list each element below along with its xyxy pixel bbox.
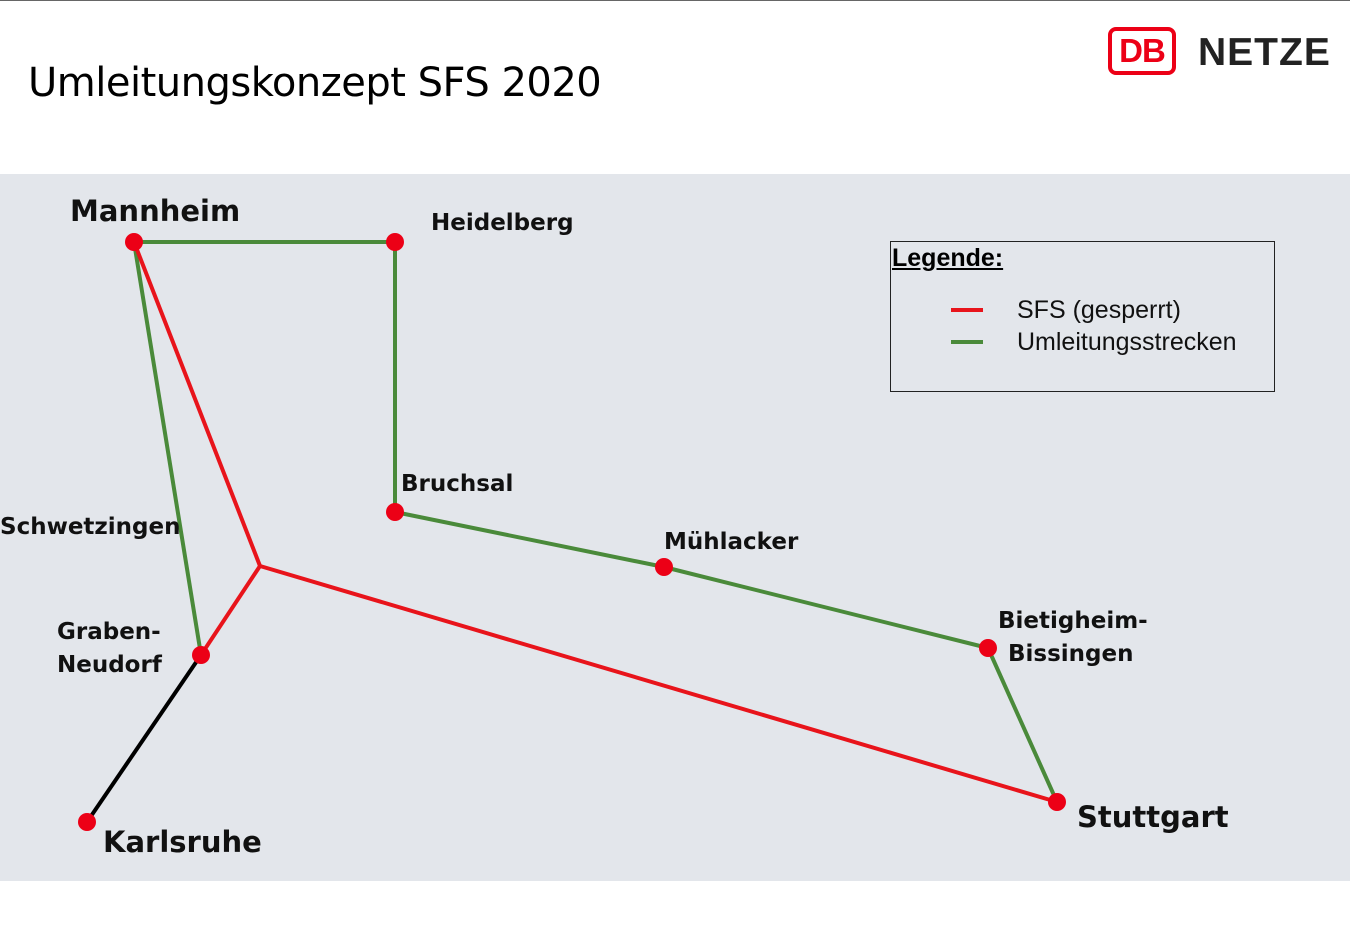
diversion-muehlacker-bietigheim <box>663 565 989 650</box>
closed-sfs-mannheim-junction <box>132 241 262 567</box>
station-label-bietigheim-line2: Bissingen <box>1008 641 1134 667</box>
diversion-bruchsal-muehlacker <box>394 510 665 569</box>
station-dot-graben-neudorf <box>192 646 210 664</box>
legend-box: Legende: SFS (gesperrt) Umleitungsstreck… <box>890 241 1275 392</box>
station-dot-stuttgart <box>1048 793 1066 811</box>
station-label-bietigheim-line1: Bietigheim- <box>998 608 1148 634</box>
station-label-graben-neudorf-line2: Neudorf <box>57 652 162 678</box>
legend-swatch-red <box>951 308 983 312</box>
legend-swatch-green <box>951 340 983 344</box>
netze-wordmark: NETZE <box>1198 31 1331 74</box>
line-graben-neudorf-karlsruhe <box>85 653 203 824</box>
top-rule <box>0 0 1350 1</box>
route-map-svg <box>78 233 1066 831</box>
station-label-schwetzingen: Schwetzingen <box>0 514 181 540</box>
route-map: Mannheim Heidelberg Schwetzingen Bruchsa… <box>0 174 1350 881</box>
db-netze-logo: DB NETZE <box>1108 27 1330 81</box>
station-label-graben-neudorf-line1: Graben- <box>57 619 161 645</box>
db-logo-mark: DB <box>1108 27 1176 75</box>
station-label-karlsruhe: Karlsruhe <box>103 825 262 859</box>
closed-sfs-junction-graben-neudorf <box>199 564 262 657</box>
legend-label-closed: SFS (gesperrt) <box>1017 296 1181 324</box>
legend-label-diversion: Umleitungsstrecken <box>1017 328 1237 356</box>
station-label-mannheim: Mannheim <box>70 194 241 228</box>
station-dot-mannheim <box>125 233 143 251</box>
station-dot-muehlacker <box>655 558 673 576</box>
station-label-stuttgart: Stuttgart <box>1077 800 1229 834</box>
station-dot-bruchsal <box>386 503 404 521</box>
legend-item-closed: SFS (gesperrt) <box>891 295 1274 325</box>
station-dot-heidelberg <box>386 233 404 251</box>
diversion-mannheim-graben-neudorf <box>132 241 203 656</box>
page-title: Umleitungskonzept SFS 2020 <box>28 60 602 106</box>
station-label-bruchsal: Bruchsal <box>401 471 514 497</box>
station-dot-karlsruhe <box>78 813 96 831</box>
diversion-bietigheim-stuttgart <box>986 647 1059 803</box>
closed-sfs-junction-stuttgart <box>259 564 1058 804</box>
station-label-heidelberg: Heidelberg <box>431 210 574 236</box>
legend-title: Legende: <box>892 244 1004 272</box>
station-dot-bietigheim-bissingen <box>979 639 997 657</box>
legend-item-diversion: Umleitungsstrecken <box>891 327 1274 357</box>
station-label-muehlacker: Mühlacker <box>664 529 799 555</box>
